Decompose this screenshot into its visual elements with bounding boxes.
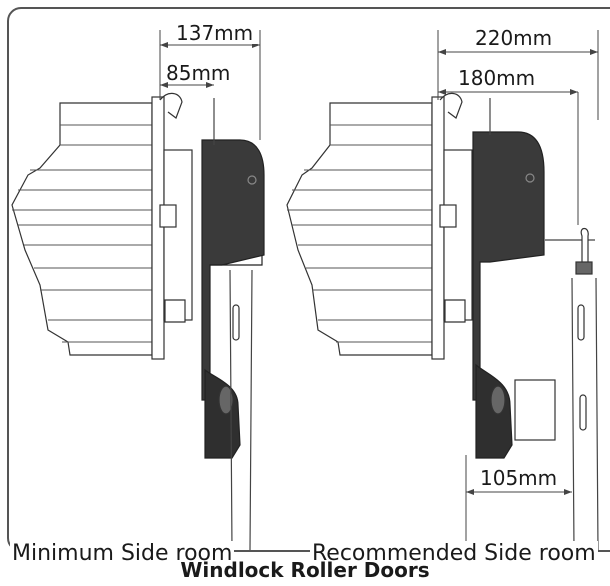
caption-recommended-side-room: Recommended Side room <box>310 541 598 567</box>
dim-label-left-inner: 85mm <box>166 61 230 85</box>
dim-label-right-outer: 220mm <box>475 26 552 50</box>
diagram-title: Windlock Roller Doors <box>180 558 430 582</box>
dim-label-right-bottom: 105mm <box>480 466 557 490</box>
right-door-assembly <box>286 92 599 550</box>
left-dimension-lines <box>159 30 261 140</box>
diagram-frame <box>7 7 610 552</box>
left-door-assembly <box>11 92 265 550</box>
right-dimension-lines <box>437 30 599 550</box>
dim-label-left-outer: 137mm <box>176 21 253 45</box>
caption-minimum-side-room: Minimum Side room <box>10 541 235 567</box>
dim-label-right-inner: 180mm <box>458 66 535 90</box>
